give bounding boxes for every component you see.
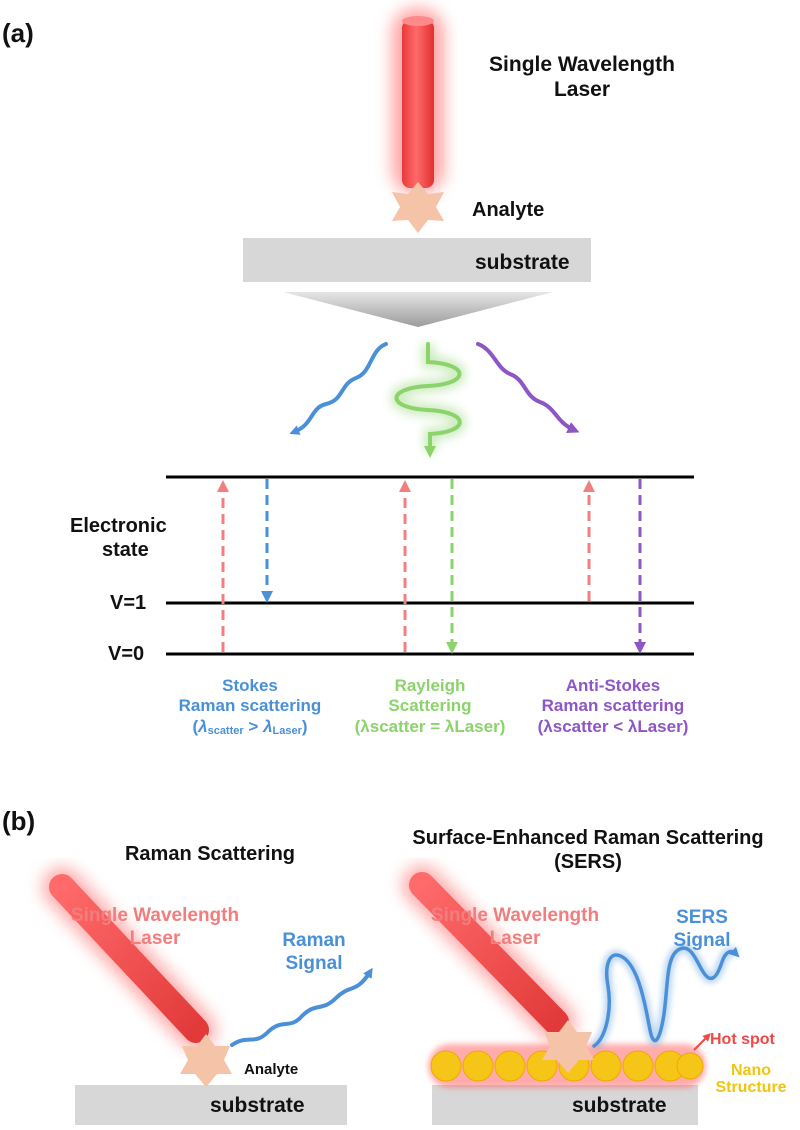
scatter-funnel — [283, 292, 553, 327]
rayleigh-wave-arrow — [390, 342, 466, 458]
raman-scattering-title: Raman Scattering — [124, 843, 296, 865]
stokes-caption-formula: (λscatter > λLaser) — [150, 717, 350, 738]
nano-structure-label-line2: Structure — [715, 1078, 787, 1096]
laser-label-b-left-line2: Laser — [129, 927, 181, 949]
sers-signal-label-line1: SERS — [676, 907, 728, 928]
sers-title: Surface-Enhanced Raman Scattering (SERS) — [378, 826, 798, 874]
substrate-b-right — [432, 1085, 698, 1125]
stokes-formula-sub-scatter: scatter — [207, 724, 244, 737]
substrate-label-b-right: substrate — [572, 1094, 667, 1117]
laser-beam-b-right — [402, 865, 576, 1042]
electronic-state-label-line1: Electronic — [70, 515, 167, 537]
laser-beam-b-left — [42, 867, 216, 1050]
anti-stokes-wave-arrow — [476, 342, 580, 434]
stokes-caption: Stokes Raman scattering (λscatter > λLas… — [150, 676, 350, 738]
rayleigh-caption: Rayleigh Scattering (λscatter = λLaser) — [335, 676, 525, 737]
hot-spot-label: Hot spot — [710, 1031, 775, 1048]
v1-label: V=1 — [110, 592, 147, 614]
rayleigh-caption-line3: (λscatter = λLaser) — [354, 716, 506, 736]
stokes-formula-relation: > — [248, 716, 259, 736]
stokes-caption-line2: Raman scattering — [178, 696, 322, 716]
substrate-label-b-left: substrate — [210, 1094, 305, 1117]
stokes-wave-arrow — [289, 342, 388, 435]
sers-signal-label-line2: Signal — [673, 929, 731, 951]
raman-signal-wave — [230, 967, 373, 1047]
stokes-formula-lambda1: λ — [198, 716, 208, 736]
substrate-b-left — [75, 1085, 347, 1125]
stokes-formula-lambda2: λ — [263, 716, 273, 736]
analyte-label-a: Analyte — [472, 199, 545, 221]
laser-label-a-line2: Laser — [553, 78, 611, 102]
sers-signal-wave — [590, 943, 740, 1051]
stokes-formula-open: ( — [192, 716, 199, 736]
v0-label: V=0 — [108, 643, 145, 665]
electronic-state-label-line2: state — [102, 539, 149, 561]
analyte-label-b: Analyte — [244, 1061, 299, 1078]
panel-a-label: (a) — [2, 18, 34, 48]
panel-b-label: (b) — [2, 806, 36, 836]
anti-stokes-caption: Anti-Stokes Raman scattering (λscatter <… — [518, 676, 708, 737]
analyte-star-b-left — [180, 1034, 232, 1087]
raman-signal-label-line2: Signal — [285, 952, 343, 974]
stokes-formula-sub-laser: Laser — [272, 724, 302, 737]
raman-signal-label: Raman Signal — [264, 930, 364, 976]
laser-label-b-left: Single Wavelength Laser — [40, 905, 270, 951]
anti-stokes-caption-line1: Anti-Stokes — [565, 676, 661, 695]
anti-stokes-caption-line3: (λscatter < λLaser) — [537, 716, 689, 736]
stokes-formula-close: ) — [301, 716, 308, 736]
nano-structure-label-line1: Nano — [731, 1062, 771, 1079]
laser-label-b-right: Single Wavelength Laser — [400, 905, 630, 951]
sers-title-line2: (SERS) — [554, 851, 622, 873]
rayleigh-caption-line2: Scattering — [388, 696, 472, 716]
electronic-state-label: Electronic state — [70, 514, 167, 562]
hot-spot-pointer — [693, 1033, 711, 1051]
laser-label-b-right-line1: Single Wavelength — [430, 905, 600, 926]
laser-beam-a — [392, 8, 444, 194]
rayleigh-caption-line1: Rayleigh — [394, 676, 466, 695]
anti-stokes-caption-line2: Raman scattering — [541, 696, 685, 716]
substrate-label-a: substrate — [475, 251, 570, 274]
laser-label-a: Single Wavelength Laser — [462, 52, 702, 102]
sers-signal-label: SERS Signal — [652, 907, 752, 953]
raman-signal-label-line1: Raman — [282, 930, 346, 951]
analyte-star-b-right — [542, 1020, 594, 1073]
stokes-caption-line1: Stokes — [222, 676, 278, 695]
laser-label-a-line1: Single Wavelength — [489, 53, 675, 76]
analyte-star-a — [392, 182, 444, 233]
laser-label-b-left-line1: Single Wavelength — [70, 905, 240, 926]
substrate-a — [243, 238, 591, 282]
nano-structure-label: Nano Structure — [703, 1062, 799, 1097]
sers-title-line1: Surface-Enhanced Raman Scattering — [412, 827, 764, 849]
laser-label-b-right-line2: Laser — [489, 927, 541, 949]
